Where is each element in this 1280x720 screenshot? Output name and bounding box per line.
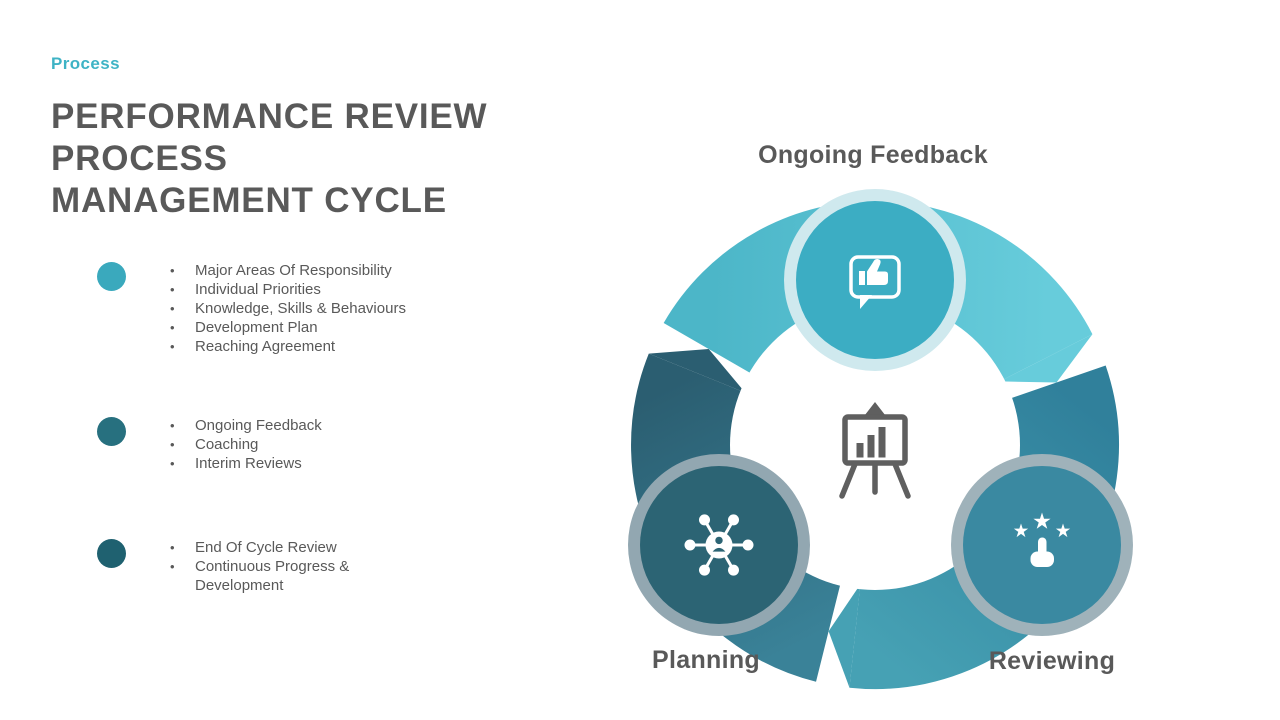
eyebrow-label: Process xyxy=(51,54,120,73)
tap-rating-stars-icon xyxy=(1013,512,1071,567)
star-icon xyxy=(1033,512,1051,529)
title-line-2: MANAGEMENT CYCLE xyxy=(51,181,447,220)
easel-legs xyxy=(839,461,911,499)
presentation-chart-icon xyxy=(839,402,911,499)
label-ongoing-feedback: Ongoing Feedback xyxy=(758,141,988,169)
speech-bubble xyxy=(849,255,901,299)
chart-bar-tall xyxy=(878,427,886,458)
speech-bubble-tail xyxy=(860,295,872,309)
legend-item: Reaching Agreement xyxy=(168,337,448,356)
arc-arrowhead-left xyxy=(648,349,746,393)
legend-group-2: Ongoing FeedbackCoachingInterim Reviews xyxy=(97,416,457,473)
thumbs-up-message-icon xyxy=(849,255,901,309)
legend-item: Individual Priorities xyxy=(168,280,448,299)
person-head xyxy=(715,536,723,545)
tap-fist xyxy=(1030,551,1054,567)
star-icon xyxy=(1055,523,1071,538)
legend-bullet-circle xyxy=(97,262,126,291)
star-icon xyxy=(1013,523,1029,538)
legend-item: Coaching xyxy=(168,435,448,454)
network-hub-icon xyxy=(684,514,754,576)
chart-bar-medium xyxy=(867,435,875,458)
legend-item: Major Areas Of Responsibility xyxy=(168,261,448,280)
thumb-wrist xyxy=(859,271,865,285)
legend-item: Continuous Progress & Development xyxy=(168,557,448,595)
legend-item: Development Plan xyxy=(168,318,448,337)
node-ongoing-feedback xyxy=(784,189,966,371)
label-planning: Planning xyxy=(652,646,760,674)
legend: Major Areas Of ResponsibilityIndividual … xyxy=(97,261,457,595)
easel-peak xyxy=(863,402,887,418)
legend-item: Ongoing Feedback xyxy=(168,416,448,435)
label-reviewing: Reviewing xyxy=(989,647,1115,675)
node-planning xyxy=(628,454,810,636)
thumbs-up-icon xyxy=(867,258,888,285)
legend-list: Major Areas Of ResponsibilityIndividual … xyxy=(168,261,448,356)
legend-item: Knowledge, Skills & Behaviours xyxy=(168,299,448,318)
chart-bar-small xyxy=(856,443,864,458)
arc-arrowhead-right xyxy=(828,584,861,688)
legend-bullet-circle xyxy=(97,539,126,568)
legend-group-1: Major Areas Of ResponsibilityIndividual … xyxy=(97,261,457,356)
legend-group-3: End Of Cycle ReviewContinuous Progress &… xyxy=(97,538,457,595)
node-reviewing xyxy=(951,454,1133,636)
legend-bullet-circle xyxy=(97,417,126,446)
legend-list: Ongoing FeedbackCoachingInterim Reviews xyxy=(168,416,448,473)
hub-dots xyxy=(684,514,754,576)
title-line-1: PERFORMANCE REVIEW PROCESS xyxy=(51,97,488,178)
hub-center xyxy=(705,531,733,559)
person-body xyxy=(712,547,726,552)
arc-arrowhead-top xyxy=(999,334,1093,383)
legend-list: End Of Cycle ReviewContinuous Progress &… xyxy=(168,538,448,595)
legend-item: Interim Reviews xyxy=(168,454,448,473)
legend-item: End Of Cycle Review xyxy=(168,538,448,557)
